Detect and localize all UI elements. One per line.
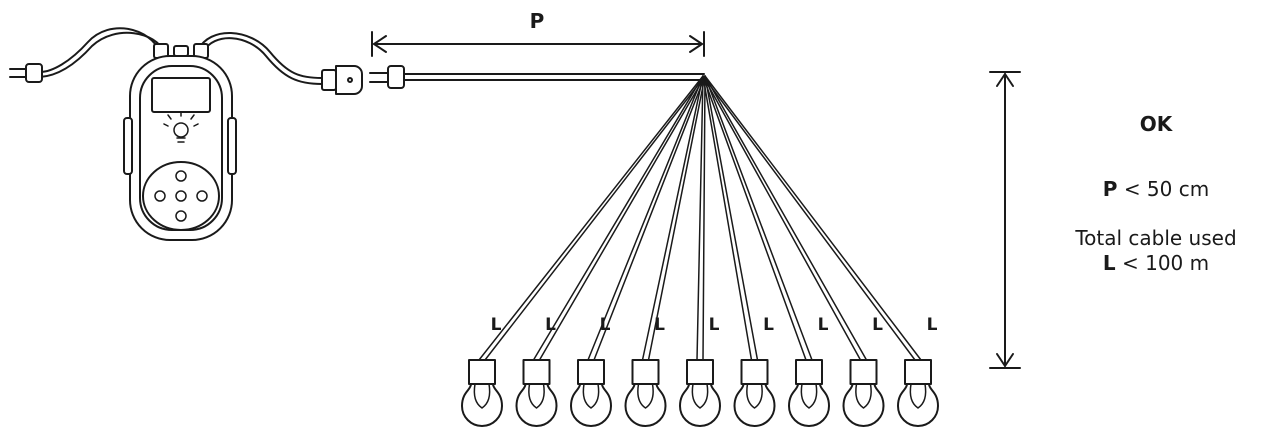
cable-length-label: L	[763, 315, 774, 335]
bulb-icon	[624, 383, 667, 427]
lamp-2: L	[515, 315, 558, 427]
button-pad	[154, 170, 208, 222]
lamp-cable	[702, 75, 868, 361]
socket-icon	[321, 65, 363, 95]
bulb-icon	[842, 383, 885, 427]
lamp-3: L	[570, 315, 612, 427]
lamp-cable	[702, 75, 922, 361]
lamp-socket	[904, 359, 932, 385]
lamp-5: L	[679, 315, 721, 427]
l-condition-text: < 100 m	[1121, 251, 1210, 275]
lamp-8: L	[842, 315, 885, 427]
lamp-socket	[686, 359, 714, 385]
bulb-symbol-icon	[163, 111, 199, 143]
cable-length-label: L	[491, 315, 502, 335]
bulb-icon	[515, 383, 558, 427]
cable-length-label: L	[600, 315, 611, 335]
legend: OK P < 50 cm Total cable used L < 100 m	[1040, 112, 1272, 276]
cable-length-label: L	[818, 315, 829, 335]
l-condition: L < 100 m	[1040, 251, 1272, 276]
status-label: OK	[1139, 112, 1173, 136]
lamp-socket	[522, 359, 551, 385]
lamp-cable	[532, 75, 706, 361]
cable-length-label: L	[545, 315, 556, 335]
lamp-cable	[702, 75, 813, 361]
bulb-icon	[570, 383, 612, 427]
bulb-icon	[897, 383, 939, 427]
lamp-7: L	[788, 315, 830, 427]
lamp-6: L	[733, 315, 776, 427]
lamp-9: L	[897, 315, 939, 427]
p-condition-text: < 50 cm	[1123, 177, 1210, 201]
cable-length-label: L	[872, 315, 883, 335]
cable-length-label: L	[654, 315, 665, 335]
feed-cable	[369, 65, 705, 89]
bulb-icon	[733, 383, 776, 427]
lamp-cable	[696, 75, 706, 361]
lamp-socket	[740, 359, 769, 385]
p-symbol: P	[1102, 177, 1118, 201]
lamp-cable	[587, 75, 706, 361]
lamp-socket	[631, 359, 660, 385]
lamp-cable	[702, 75, 759, 361]
cable-length-label: L	[709, 315, 720, 335]
l-symbol: L	[1102, 251, 1116, 275]
lamp-cables	[478, 75, 922, 361]
lamp-socket	[849, 359, 878, 385]
lamp-cable	[478, 75, 706, 361]
bulb-icon	[679, 383, 721, 427]
total-cable-label: Total cable used	[1075, 226, 1237, 250]
lamp-socket	[795, 359, 823, 385]
lamp-1: L	[461, 315, 503, 427]
left-plug-icon	[9, 63, 43, 83]
bulb-icon	[788, 383, 830, 427]
p-condition: P < 50 cm	[1040, 177, 1272, 202]
bulb-icon	[461, 383, 503, 427]
height-dimension	[989, 71, 1021, 369]
lamp-4: L	[624, 315, 667, 427]
feed-plug-icon	[369, 65, 405, 89]
p-dimension-label: P	[530, 9, 545, 33]
lamp-socket	[468, 359, 496, 385]
controller-device	[9, 27, 363, 241]
cable-length-label: L	[927, 315, 938, 335]
p-dimension: P	[371, 9, 705, 57]
lamp-socket	[577, 359, 605, 385]
lamp-cable	[641, 75, 706, 361]
